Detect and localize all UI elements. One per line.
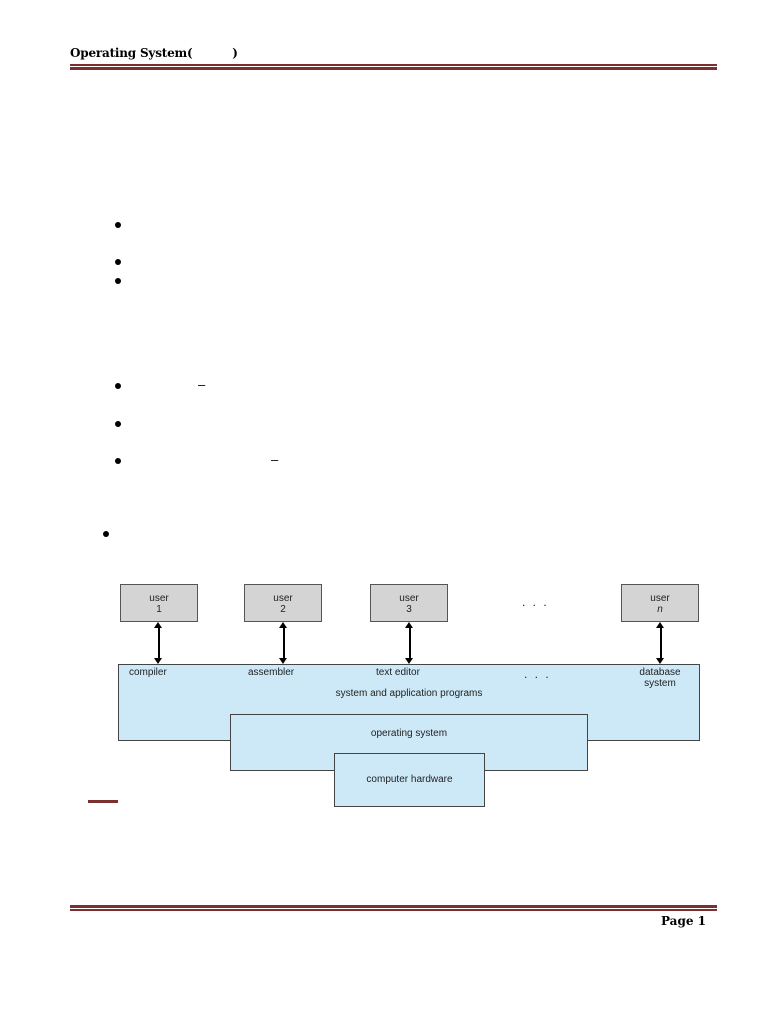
- bullet: [115, 458, 121, 464]
- user-number: 3: [406, 604, 412, 615]
- programs-layer-label: system and application programs: [335, 688, 483, 699]
- arrow-head-up: [656, 622, 664, 628]
- arrow-head-down: [279, 658, 287, 664]
- page-number: Page 1: [660, 914, 706, 928]
- hardware-layer-label: computer hardware: [366, 774, 453, 785]
- user-label: user: [273, 593, 293, 604]
- header-rule-thin: [70, 64, 717, 66]
- footer-rule-thick: [70, 905, 717, 908]
- user-number: 2: [280, 604, 286, 615]
- dash: –: [198, 377, 206, 392]
- bullet: [115, 421, 121, 427]
- user-box-1: user 1: [120, 584, 198, 622]
- user-box-2: user 2: [244, 584, 322, 622]
- user-number: 1: [156, 604, 162, 615]
- arrow-shaft: [660, 626, 662, 660]
- user-box-3: user 3: [370, 584, 448, 622]
- arrow-head-down: [405, 658, 413, 664]
- user-label: user: [650, 593, 670, 604]
- arrow-head-down: [154, 658, 162, 664]
- program-label: database system: [639, 667, 681, 689]
- program-label: assembler: [248, 667, 295, 678]
- bullet: [115, 383, 121, 389]
- user-label: user: [399, 593, 419, 604]
- ellipsis-top: . . .: [522, 595, 549, 609]
- ellipsis-mid: . . .: [524, 667, 551, 681]
- bullet: [115, 259, 121, 265]
- header-rule-thick: [70, 67, 717, 70]
- bullet: [115, 222, 121, 228]
- dash: –: [271, 452, 279, 467]
- bullet: [103, 531, 109, 537]
- figure-caption-mark: [88, 800, 118, 803]
- arrow-shaft: [158, 626, 160, 660]
- bullet: [115, 278, 121, 284]
- os-layer-label: operating system: [370, 728, 448, 739]
- user-label: user: [149, 593, 169, 604]
- arrow-shaft: [409, 626, 411, 660]
- arrow-head-down: [656, 658, 664, 664]
- arrow-head-up: [279, 622, 287, 628]
- running-head: Operating System( ): [70, 46, 238, 60]
- hardware-layer: [334, 753, 485, 807]
- program-label: text editor: [376, 667, 420, 678]
- arrow-head-up: [154, 622, 162, 628]
- arrow-shaft: [283, 626, 285, 660]
- user-number: n: [657, 604, 663, 615]
- footer-rule-thin: [70, 909, 717, 911]
- program-label: compiler: [129, 667, 167, 678]
- user-box-n: user n: [621, 584, 699, 622]
- arrow-head-up: [405, 622, 413, 628]
